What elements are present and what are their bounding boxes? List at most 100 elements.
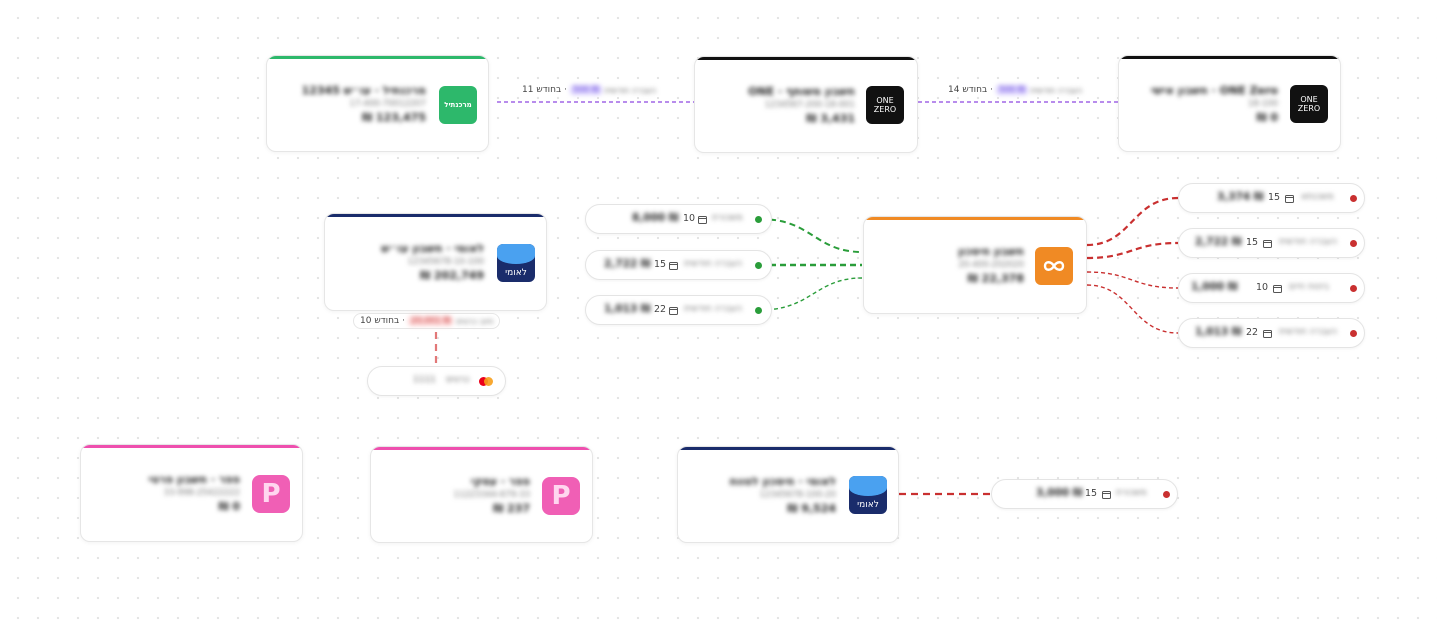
transfer-amount: 500 ₪ (570, 85, 602, 95)
expense-item[interactable]: ביטוח חיים 10 1,000 ₪ (1178, 273, 1365, 303)
charge-type: חיוב כרטיס (456, 316, 494, 326)
card-label: כרטיס (446, 375, 470, 385)
account-number: 1234567-200-18-001 (764, 100, 855, 110)
card-accent (325, 214, 546, 217)
expense-dot (1350, 240, 1357, 247)
expense-item[interactable]: משכורת 15 3,000 ₪ (991, 479, 1178, 509)
account-name: לאומי · חשבון עו״ש (381, 242, 484, 255)
calendar-icon (1263, 330, 1272, 338)
account-number: 20-400-202020 (958, 260, 1024, 270)
onezero-logo-icon: ONE ZERO (1290, 85, 1328, 123)
credit-card-item[interactable]: כרטיס 1111 (367, 366, 506, 396)
income-day: 22 (654, 304, 667, 315)
account-name: פפר · עסקי (470, 475, 530, 488)
calendar-icon (669, 307, 678, 315)
calendar-icon (669, 262, 678, 270)
account-card[interactable]: ONE ZERO ONE Zero · חשבון אישי 18-100 0 … (1118, 55, 1341, 152)
expense-link (1086, 196, 1179, 247)
account-number: 17-400-70012207 (349, 99, 426, 109)
expense-dot (1350, 285, 1357, 292)
expense-category: ביטוח חיים (1289, 282, 1330, 292)
account-card[interactable]: חשבון חיסכון 20-400-202020 22,378 ₪ (863, 216, 1087, 314)
expense-category: משכורת (1116, 488, 1147, 498)
expense-day: 15 (1268, 192, 1281, 203)
income-item[interactable]: 1,013 ₪ 22 העברה חודשית (585, 295, 772, 325)
account-balance: 22,378 ₪ (967, 272, 1024, 285)
account-name: מרכנתיל · עו״ש 12345 (301, 84, 426, 97)
pepper-logo-icon: P (252, 475, 290, 513)
leumi-logo-icon: לאומי (497, 244, 535, 282)
calendar-icon (698, 216, 707, 224)
income-link (759, 218, 863, 253)
account-name: חשבון משותף · ONE (748, 85, 855, 98)
expense-day: 15 (1085, 488, 1098, 499)
income-item[interactable]: 2,722 ₪ 15 העברה חודשית (585, 250, 772, 280)
calendar-icon (1102, 491, 1111, 499)
income-dot (755, 262, 762, 269)
income-item[interactable]: 8,000 ₪ 10 משכורת (585, 204, 772, 234)
account-card[interactable]: לאומי לאומי · חשבון עו״ש 12345678-10-100… (324, 213, 547, 311)
card-accent (1119, 56, 1340, 59)
transfer-label[interactable]: 14 בחודש · 500 ₪ העברה חודשית (948, 82, 1082, 98)
expense-amount: 3,000 ₪ (1036, 487, 1083, 499)
mercantile-logo-icon: מרכנתיל (439, 86, 477, 124)
income-amount: 8,000 ₪ (632, 212, 679, 224)
income-category: העברה חודשית (684, 259, 743, 269)
account-balance: 202,749 ₪ (420, 269, 484, 282)
account-name: פפר · חשבון פרטי (148, 473, 241, 486)
card-accent (267, 56, 488, 59)
expense-dot (1350, 195, 1357, 202)
expense-amount: 3,374 ₪ (1217, 191, 1264, 203)
leumi-logo-icon: לאומי (849, 476, 887, 514)
expense-item[interactable]: העברה חודשית 22 1,013 ₪ (1178, 318, 1365, 348)
income-amount: 1,013 ₪ (604, 303, 651, 315)
card-accent (371, 447, 592, 450)
charge-frequency: 10 בחודש (360, 316, 400, 326)
calendar-icon (1273, 285, 1282, 293)
income-category: משכורת (712, 213, 743, 223)
account-number: 12345678-10-100 (407, 257, 484, 267)
card-accent (864, 217, 1086, 220)
expense-link (1086, 241, 1179, 260)
account-card[interactable]: לאומי לאומי · חיסכון לטווח 12345678-100-… (677, 446, 899, 543)
transfer-label[interactable]: 11 בחודש · 500 ₪ העברה חודשית (522, 82, 656, 98)
transfer-type: העברה חודשית (1030, 85, 1083, 95)
transfer-type: העברה חודשית (604, 85, 657, 95)
account-balance: 9,524 ₪ (787, 502, 836, 515)
card-last4: 1111 (413, 375, 436, 385)
account-card[interactable]: P פפר · עסקי 11223344-679-33 237 ₪ (370, 446, 593, 543)
expense-item[interactable]: העברה חודשית 15 2,722 ₪ (1178, 228, 1365, 258)
account-name: ONE Zero · חשבון אישי (1151, 84, 1278, 97)
expense-amount: 1,013 ₪ (1195, 326, 1242, 338)
expense-category: העברה חודשית (1279, 237, 1338, 247)
calendar-icon (1285, 195, 1294, 203)
mastercard-icon (479, 377, 493, 386)
expense-link (1086, 284, 1179, 334)
expense-category: העברה חודשית (1279, 327, 1338, 337)
account-balance: 0 ₪ (1256, 111, 1278, 124)
transfer-frequency: 11 בחודש (522, 85, 562, 95)
expense-item[interactable]: משכנתא 15 3,374 ₪ (1178, 183, 1365, 213)
account-number: 12345678-100-20 (759, 490, 836, 500)
account-card[interactable]: מרכנתיל מרכנתיל · עו״ש 12345 17-400-7001… (266, 55, 489, 152)
income-dot (755, 216, 762, 223)
card-charge-label[interactable]: 10 בחודש · 20,001 ₪ חיוב כרטיס (353, 313, 501, 329)
transfer-frequency: 14 בחודש (948, 85, 988, 95)
expense-day: 10 (1256, 282, 1269, 293)
income-amount: 2,722 ₪ (604, 258, 651, 270)
transfer-amount: 500 ₪ (996, 85, 1028, 95)
separator: · (564, 85, 568, 95)
expense-amount: 2,722 ₪ (1195, 236, 1242, 248)
separator: · (990, 85, 994, 95)
account-balance: 3,431 ₪ (806, 112, 855, 125)
account-card[interactable]: ONE ZERO חשבון משותף · ONE 1234567-200-1… (694, 56, 918, 153)
account-name: חשבון חיסכון (957, 245, 1024, 258)
separator: · (402, 316, 406, 326)
account-card[interactable]: P פפר · חשבון פרטי 33-998-25422222 0 ₪ (80, 444, 303, 542)
card-accent (695, 57, 917, 60)
onezero-logo-icon: ONE ZERO (866, 86, 904, 124)
income-link (759, 277, 863, 311)
account-number: 18-100 (1247, 99, 1278, 109)
account-name: לאומי · חיסכון לטווח (729, 475, 836, 488)
